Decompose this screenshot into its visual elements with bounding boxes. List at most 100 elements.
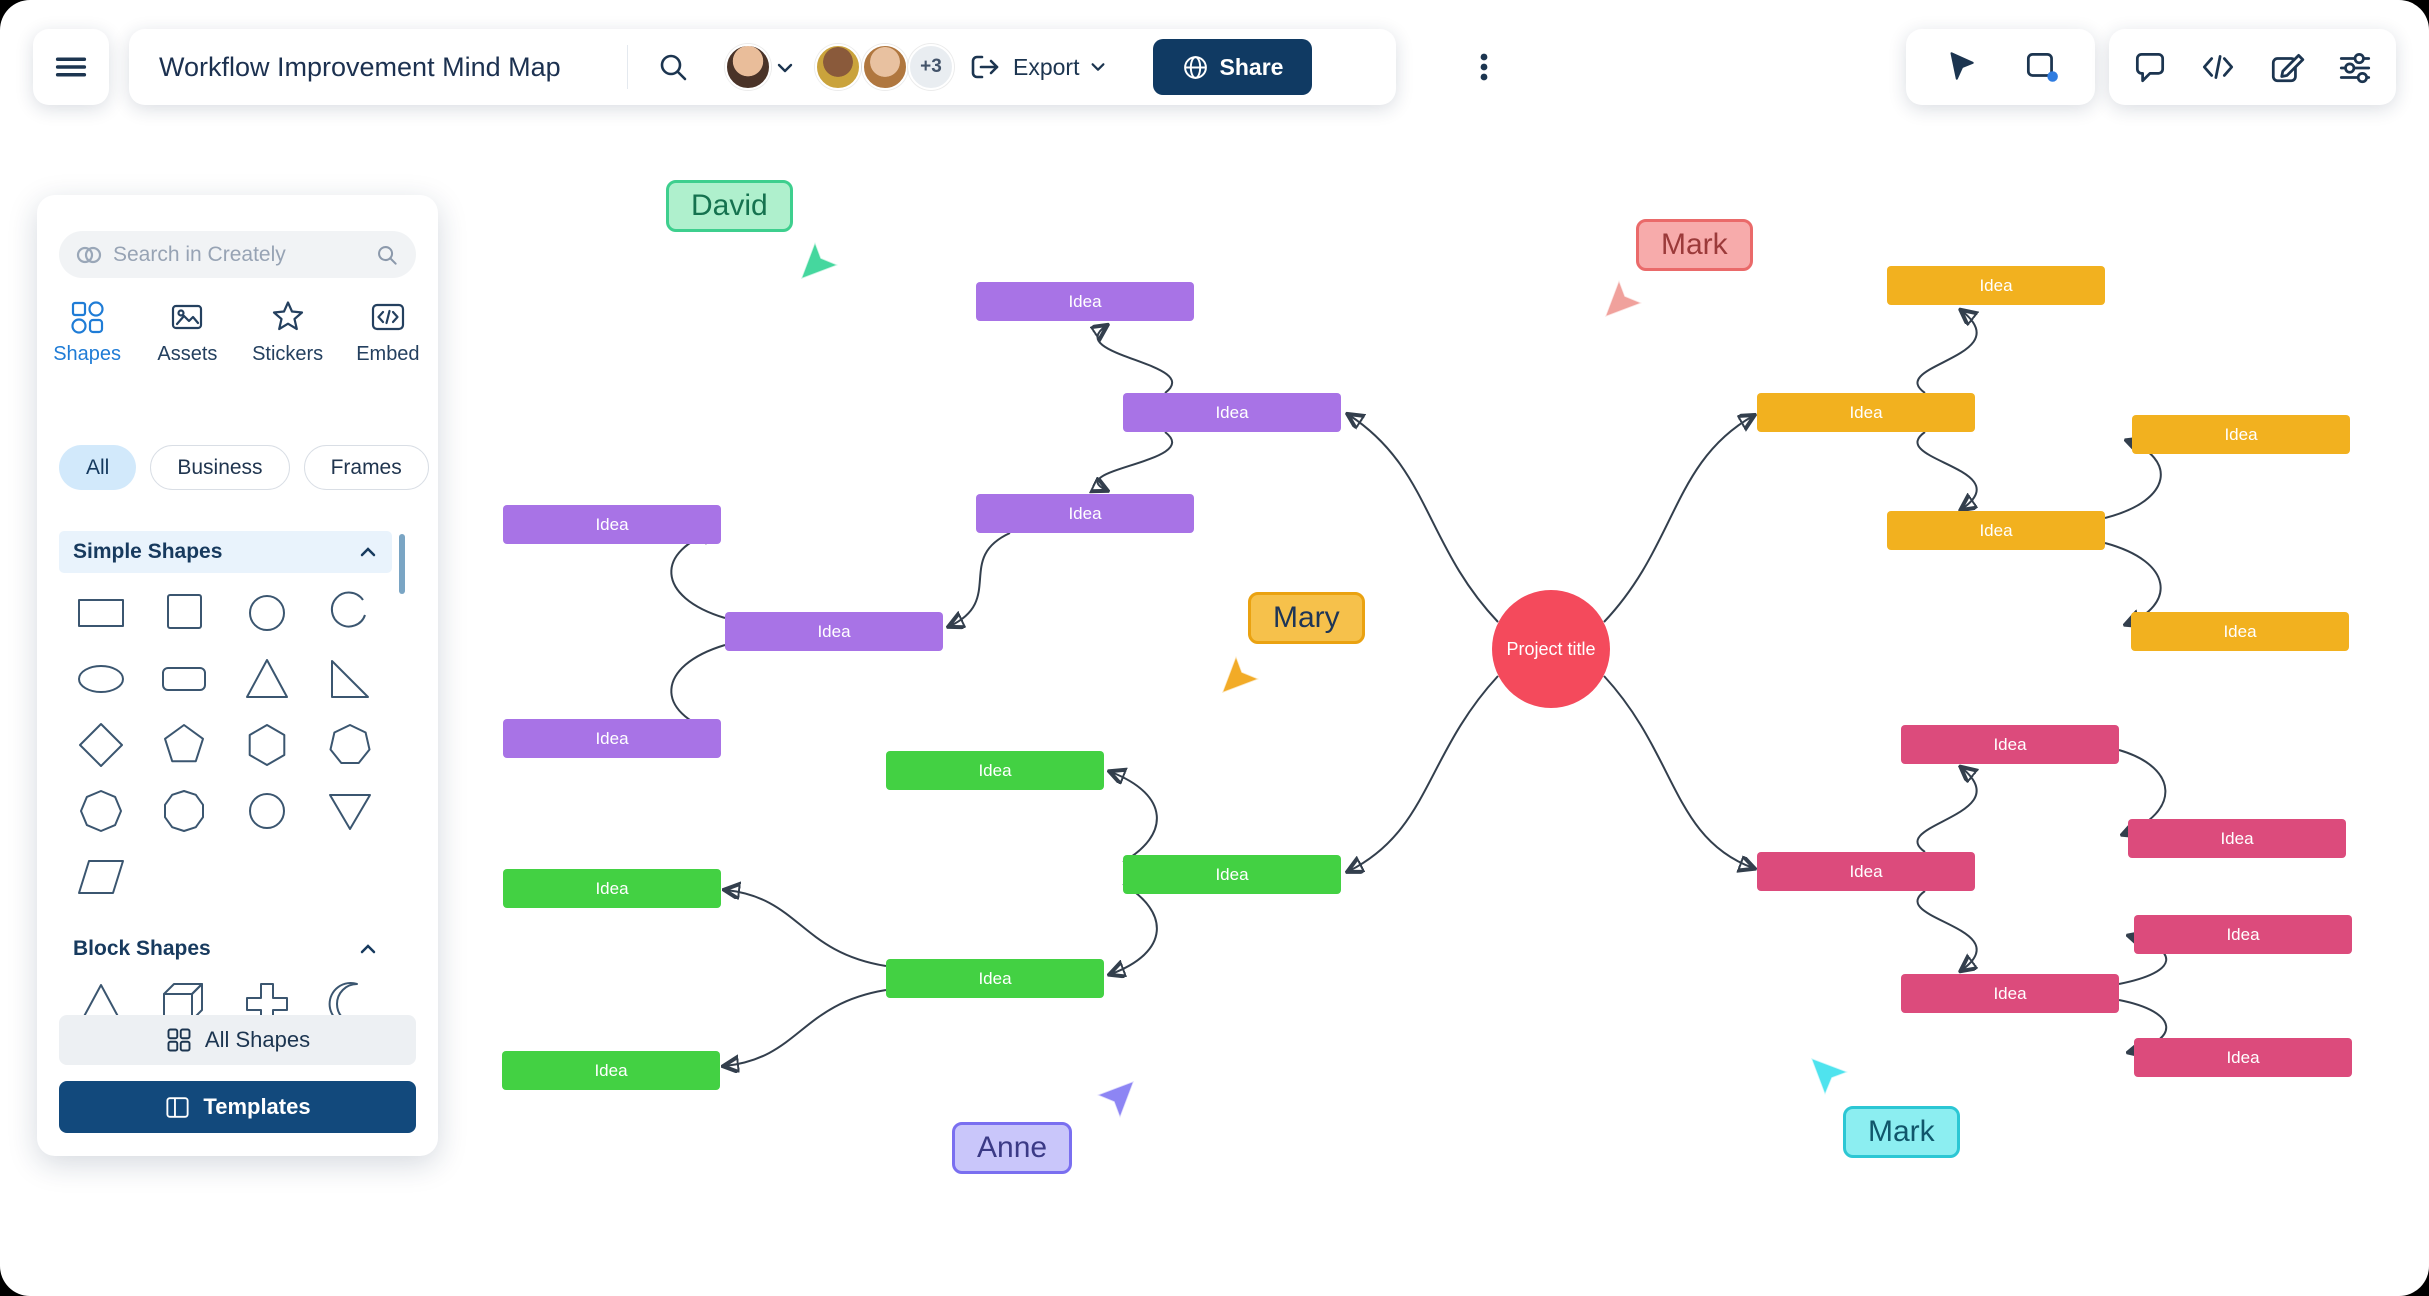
pointer-tools-card <box>1906 29 2095 105</box>
filter-all[interactable]: All <box>59 445 137 490</box>
connector-center-P2 <box>1349 415 1499 623</box>
chevron-down-icon[interactable] <box>775 61 795 75</box>
mindmap-node-P4[interactable]: Idea <box>503 505 721 544</box>
share-button[interactable]: Share <box>1153 39 1312 95</box>
mindmap-node-O5[interactable]: Idea <box>2131 612 2349 651</box>
mindmap-node-K6[interactable]: Idea <box>2134 1038 2352 1077</box>
code-tool-button[interactable] <box>2190 39 2246 95</box>
section-simple-shapes[interactable]: Simple Shapes <box>59 531 392 573</box>
connector-P2-P1 <box>1097 326 1174 394</box>
all-shapes-label: All Shapes <box>204 1027 311 1052</box>
connector-O2-O1 <box>1916 311 1976 394</box>
connector-center-G2 <box>1349 675 1499 871</box>
mindmap-node-K2[interactable]: Idea <box>2128 819 2346 858</box>
panel-tabs: Shapes Assets Stickers Em <box>37 299 438 366</box>
filter-business[interactable]: Business <box>150 445 290 490</box>
avatar-collaborator-1[interactable] <box>815 44 861 90</box>
mindmap-node-K1[interactable]: Idea <box>1901 725 2119 764</box>
panel-search[interactable] <box>59 231 416 278</box>
kebab-menu-icon <box>1480 53 1488 81</box>
mindmap-node-K5[interactable]: Idea <box>1901 974 2119 1013</box>
mindmap-node-P2[interactable]: Idea <box>1123 393 1341 432</box>
mindmap-node-P6[interactable]: Idea <box>503 719 721 758</box>
shape-ellipse[interactable] <box>73 653 129 705</box>
panel-scrollbar[interactable] <box>399 534 405 594</box>
mindmap-node-O3[interactable]: Idea <box>2132 415 2350 454</box>
mindmap-node-G5[interactable]: Idea <box>502 1051 720 1090</box>
shape-rounded-rectangle[interactable] <box>156 653 212 705</box>
select-tool-icon <box>1950 52 1974 80</box>
shape-heptagon[interactable] <box>322 719 378 771</box>
connector-G4-G5 <box>725 989 887 1066</box>
collaborator-cursor-icon <box>1218 652 1264 698</box>
shape-pentagon[interactable] <box>156 719 212 771</box>
settings-tool-button[interactable] <box>2327 39 2383 95</box>
connector-center-O2 <box>1603 416 1753 623</box>
top-toolbar: Workflow Improvement Mind Map +3 Export <box>129 29 1488 105</box>
mindmap-node-P1[interactable]: Idea <box>976 282 1194 321</box>
mindmap-node-O2[interactable]: Idea <box>1757 393 1975 432</box>
tab-stickers[interactable]: Stickers <box>238 299 338 366</box>
tab-shapes[interactable]: Shapes <box>37 299 137 366</box>
panel-search-input[interactable] <box>113 242 364 267</box>
avatar-collaborator-2[interactable] <box>862 44 908 90</box>
mindmap-node-G3[interactable]: Idea <box>503 869 721 908</box>
collaborator-cursor-icon <box>797 238 843 284</box>
mindmap-node-P5[interactable]: Idea <box>725 612 943 651</box>
mindmap-node-O1[interactable]: Idea <box>1887 266 2105 305</box>
shape-parallelogram[interactable] <box>73 851 129 903</box>
shape-arc[interactable] <box>322 587 378 639</box>
frame-tool-icon <box>2027 52 2059 82</box>
shape-decagon[interactable] <box>156 785 212 837</box>
main-menu-button[interactable] <box>43 39 99 95</box>
edit-tool-button[interactable] <box>2259 39 2315 95</box>
shape-right-triangle[interactable] <box>322 653 378 705</box>
mindmap-node-G1[interactable]: Idea <box>886 751 1104 790</box>
shape-diamond[interactable] <box>73 719 129 771</box>
chevron-down-icon <box>1092 63 1105 71</box>
shape-rectangle[interactable] <box>73 587 129 639</box>
chevron-up-icon <box>360 547 376 557</box>
shape-circle[interactable] <box>239 785 295 837</box>
comment-tool-button[interactable] <box>2122 39 2178 95</box>
toolbar-divider <box>627 45 628 89</box>
tab-assets[interactable]: Assets <box>137 299 237 366</box>
main-menu-card <box>33 29 109 105</box>
search-button[interactable] <box>647 29 699 105</box>
templates-button[interactable]: Templates <box>59 1081 416 1133</box>
creately-logo-icon <box>76 246 102 263</box>
select-tool-button[interactable] <box>1932 39 1988 95</box>
shape-octagon[interactable] <box>73 785 129 837</box>
hamburger-icon <box>55 57 87 77</box>
all-shapes-button[interactable]: All Shapes <box>59 1015 416 1065</box>
utility-tools-card <box>2109 29 2396 105</box>
mindmap-node-K4[interactable]: Idea <box>2134 915 2352 954</box>
connector-G4-G3 <box>726 890 887 967</box>
shape-hexagon[interactable] <box>239 719 295 771</box>
tab-label: Shapes <box>53 343 122 365</box>
tab-label: Assets <box>157 343 218 365</box>
search-icon[interactable] <box>374 242 400 268</box>
shape-inverted-triangle[interactable] <box>322 785 378 837</box>
shape-square[interactable] <box>156 587 212 639</box>
section-block-shapes[interactable]: Block Shapes <box>59 928 392 970</box>
filter-frames[interactable]: Frames <box>303 445 429 490</box>
export-button[interactable]: Export <box>967 29 1107 105</box>
mindmap-node-G2[interactable]: Idea <box>1123 855 1341 894</box>
avatar-current-user[interactable] <box>725 44 771 90</box>
mindmap-node-O4[interactable]: Idea <box>1887 511 2105 550</box>
more-options-button[interactable] <box>1459 29 1509 105</box>
shape-circle[interactable] <box>239 587 295 639</box>
code-tool-icon <box>2203 55 2234 79</box>
frame-tool-button[interactable] <box>2013 39 2069 95</box>
connector-K3-K5 <box>1916 890 1976 970</box>
shape-triangle[interactable] <box>239 653 295 705</box>
avatar-overflow-badge[interactable]: +3 <box>908 44 954 90</box>
document-title[interactable]: Workflow Improvement Mind Map <box>159 51 561 82</box>
mindmap-node-G4[interactable]: Idea <box>886 959 1104 998</box>
central-topic-node[interactable]: Project title <box>1492 590 1610 708</box>
collaborator-tag-mark: Mark <box>1636 219 1753 271</box>
mindmap-node-K3[interactable]: Idea <box>1757 852 1975 891</box>
tab-embed[interactable]: Embed <box>338 299 438 366</box>
mindmap-node-P3[interactable]: Idea <box>976 494 1194 533</box>
